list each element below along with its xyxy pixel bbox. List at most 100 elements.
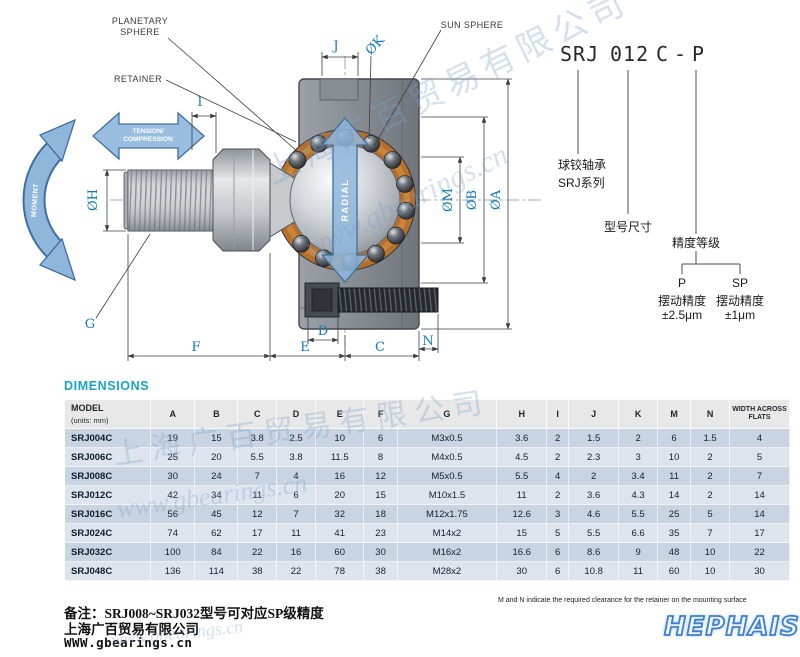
value-cell: 4 — [276, 466, 316, 486]
value-cell: 20 — [314, 485, 365, 505]
value-cell: 19 — [149, 428, 196, 448]
value-cell: 2.3 — [568, 447, 620, 467]
dim-label-c: C — [375, 340, 385, 355]
hex-nut — [212, 148, 271, 252]
value-cell: 15 — [496, 523, 548, 543]
value-cell: 22 — [729, 542, 790, 562]
value-cell: 2 — [690, 447, 730, 467]
table-note: M and N indicate the required clearance … — [498, 597, 747, 604]
radial-arrow-label: RADIAL — [340, 179, 350, 222]
value-cell: 136 — [149, 561, 196, 581]
col-header-b: B — [194, 399, 239, 429]
value-cell: 4.5 — [496, 447, 548, 467]
value-cell: 45 — [194, 504, 239, 524]
col-header-a: A — [149, 399, 196, 429]
model-cell: SRJ008C — [64, 466, 151, 486]
dim-label-g: G — [85, 317, 95, 332]
value-cell: 3.4 — [618, 466, 658, 486]
part-number-connector-lines — [577, 70, 741, 274]
grade-p: P — [677, 276, 686, 290]
value-cell: 30 — [149, 466, 196, 486]
series-label-line1: 球铰轴承 — [558, 158, 607, 172]
value-cell: 2 — [568, 466, 620, 486]
series-label-line2: SRJ系列 — [558, 176, 605, 190]
value-cell: 5.5 — [568, 523, 620, 543]
col-header-i: I — [546, 399, 570, 429]
dim-label-a: ØA — [489, 189, 504, 210]
retainer-label: RETAINER — [114, 74, 162, 84]
value-cell: 20 — [194, 447, 239, 467]
col-header-width-across-flats: WIDTH ACROSS FLATS — [729, 399, 790, 429]
value-cell: 3 — [618, 447, 658, 467]
model-cell: SRJ012C — [64, 485, 151, 505]
p-precision-label: 摆动精度 — [657, 294, 706, 308]
value-cell: 5 — [729, 447, 790, 467]
value-cell: 114 — [194, 561, 239, 581]
value-cell: 4 — [546, 466, 570, 486]
moment-arrow-label: MOMENT — [31, 183, 40, 218]
radial-arrow: RADIAL — [320, 116, 370, 284]
tension-label-line2: COMPRESSION — [123, 136, 173, 143]
value-cell: 2 — [546, 485, 570, 505]
value-cell: M3x0.5 — [396, 428, 498, 448]
value-cell: 18 — [363, 504, 398, 524]
value-cell: 25 — [149, 447, 196, 467]
value-cell: 30 — [729, 561, 790, 581]
dim-label-i: I — [197, 95, 202, 110]
planetary-sphere-label-line1: PLANETARY — [112, 16, 168, 26]
value-cell: M4x0.5 — [396, 447, 498, 467]
value-cell: 2 — [546, 428, 570, 448]
value-cell: 2 — [690, 466, 730, 486]
value-cell: 17 — [237, 523, 278, 543]
size-label: 型号尺寸 — [604, 220, 653, 234]
value-cell: 6 — [363, 428, 398, 448]
value-cell: 30 — [496, 561, 548, 581]
value-cell: 11 — [618, 561, 658, 581]
value-cell: 6 — [276, 485, 316, 505]
value-cell: 8 — [363, 447, 398, 467]
model-cell: SRJ024C — [64, 523, 151, 543]
dim-label-k: ØK — [363, 33, 388, 58]
value-cell: 3.8 — [276, 447, 316, 467]
dim-label-f: F — [191, 340, 200, 355]
col-header-j: J — [568, 399, 620, 429]
dim-label-m: ØM — [441, 188, 456, 212]
company-name: 上海广百贸易有限公司 — [64, 622, 199, 637]
hephaist-logo: HEPHAIST — [663, 611, 800, 643]
model-cell: SRJ032C — [64, 542, 151, 562]
value-cell: M12x1.75 — [396, 504, 498, 524]
value-cell: 7 — [729, 466, 790, 486]
value-cell: 3 — [546, 504, 570, 524]
value-cell: 6 — [656, 428, 692, 448]
value-cell: 4 — [729, 428, 790, 448]
p-precision-value: ±2.5μm — [661, 308, 703, 322]
part-code-series: SRJ — [560, 42, 600, 66]
value-cell: 56 — [149, 504, 196, 524]
dimensions-title: DIMENSIONS — [64, 379, 150, 393]
model-cell: SRJ016C — [64, 504, 151, 524]
col-header-c: C — [237, 399, 278, 429]
value-cell: 11 — [496, 485, 548, 505]
value-cell: 35 — [656, 523, 692, 543]
col-header-m: M — [656, 399, 692, 429]
value-cell: 22 — [237, 542, 278, 562]
value-cell: 11 — [276, 523, 316, 543]
remark-note: 备注：SRJ008~SRJ032型号可对应SP级精度 — [64, 606, 324, 621]
value-cell: 14 — [729, 485, 790, 505]
part-number-legend: SRJ 012 C - P 球铰轴承 SRJ系列 型号尺寸 精度等级 P SP … — [552, 28, 798, 350]
value-cell: 15 — [363, 485, 398, 505]
model-cell: SRJ006C — [64, 447, 151, 467]
value-cell: 14 — [729, 504, 790, 524]
dim-label-j: J — [331, 39, 338, 54]
value-cell: 42 — [149, 485, 196, 505]
value-cell: 25 — [656, 504, 692, 524]
grade-sp: SP — [731, 276, 748, 290]
